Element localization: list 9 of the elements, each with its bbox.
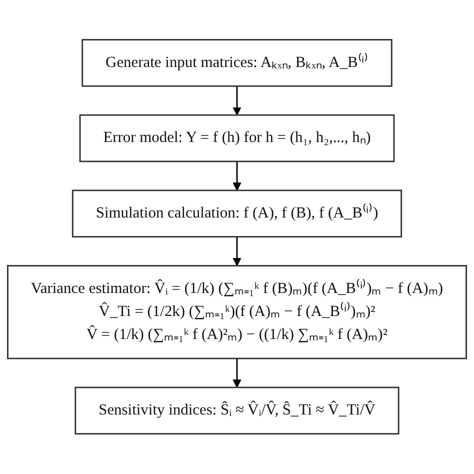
node-box: Sensitivity indices: Ŝᵢ ≈ V̂ᵢ/V̂, Ŝ_Ti ≈ V̂_Ti/V̂	[74, 386, 400, 435]
arrow	[232, 162, 242, 192]
node-box: Generate input matrices: Aₖₓₙ, Bₖₓₙ, A_B⁽ⁱ⁾	[82, 39, 392, 88]
node-box: Error model: Y = f (h) for h = (h₁, h₂,..., hₙ)	[79, 114, 395, 162]
node-box: Variance estimator: V̂ᵢ = (1/k) (∑ₘ₌₁ᵏ f (B)ₘ)(f (A_B⁽ⁱ⁾)ₘ − f (A)ₘ) V̂_Ti = (1/2k) (∑ₘ₌₁ᵏ)(f (A)ₘ − f (A_B⁽ⁱ⁾)ₘ)² V̂ = (1/k) (∑ₘ₌₁ᵏ f (A)²ₘ) − ((1/k) ∑ₘ₌₁ᵏ f (A)ₘ)²	[7, 265, 467, 360]
arrow	[232, 358, 242, 388]
arrow	[232, 237, 242, 266]
arrow	[232, 86, 242, 116]
node-box: Simulation calculation: f (A), f (B), f (A_B⁽ⁱ⁾)	[72, 190, 402, 238]
